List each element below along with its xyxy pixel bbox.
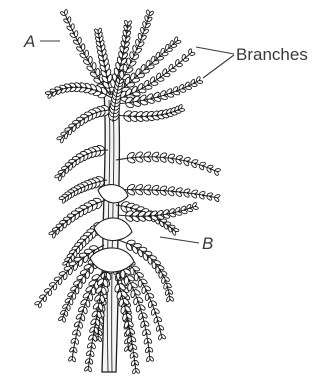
floret (121, 270, 125, 278)
floret (127, 20, 132, 26)
label-branches: Branches (236, 45, 308, 64)
floret (68, 17, 72, 23)
floret (166, 296, 171, 302)
floret (186, 86, 192, 90)
floret (130, 290, 135, 298)
floret (145, 294, 149, 301)
label-b-leader (160, 237, 199, 243)
floret (142, 329, 147, 336)
floret (167, 157, 175, 164)
floret (160, 95, 167, 100)
floret (125, 102, 134, 109)
floret (127, 283, 132, 291)
floret (156, 326, 160, 332)
flower-branch (116, 151, 221, 176)
label-b: B (202, 234, 213, 253)
floret (64, 9, 67, 14)
floret (133, 298, 138, 306)
floret (181, 210, 187, 214)
floret (124, 346, 129, 352)
floret (125, 36, 131, 43)
floret (176, 63, 182, 67)
floret (88, 56, 92, 63)
leaf-sheaths (90, 185, 134, 272)
floret (140, 321, 145, 328)
flower-branch (56, 105, 112, 144)
flower-branch (54, 144, 108, 181)
floret (165, 290, 170, 296)
floret (78, 37, 82, 43)
floret (170, 68, 176, 72)
floret (169, 212, 176, 217)
floret (138, 313, 143, 320)
floret (142, 287, 146, 294)
floret (154, 317, 158, 323)
floret (148, 301, 152, 308)
floret (126, 30, 132, 36)
floret (124, 277, 129, 285)
floret (191, 193, 198, 199)
floret (89, 326, 96, 333)
leaf-sheath (98, 185, 128, 203)
floret (96, 68, 100, 76)
floret (192, 83, 198, 86)
floret (147, 98, 155, 104)
label-b-group: B (160, 234, 213, 253)
floret (199, 194, 205, 200)
floret (145, 85, 152, 89)
floret (173, 91, 180, 95)
floret (74, 31, 78, 37)
floret (154, 97, 162, 102)
floret (158, 334, 162, 340)
label-a-group: A (23, 32, 60, 51)
branches-leader-lower (203, 55, 234, 78)
floret (45, 92, 50, 95)
floret (164, 73, 171, 77)
floret (163, 283, 167, 289)
leaf-sheath (94, 218, 132, 241)
floret (167, 93, 174, 98)
floret (156, 267, 160, 274)
floret (159, 272, 163, 278)
floret (50, 89, 56, 92)
floret (180, 89, 186, 93)
floret (87, 342, 93, 349)
floret (161, 277, 165, 283)
flower-branch (116, 183, 220, 202)
floret (138, 280, 142, 287)
floret (157, 77, 164, 81)
floret (68, 356, 73, 362)
floret (187, 208, 193, 212)
floret (92, 63, 96, 70)
flower-branch (116, 104, 185, 123)
floret (139, 89, 146, 93)
branches-leader-upper (196, 47, 234, 54)
floret (151, 309, 155, 315)
floret (88, 334, 95, 341)
floret (81, 44, 85, 51)
floret (175, 211, 182, 216)
floret (193, 206, 199, 210)
floret (136, 305, 141, 312)
floret (179, 108, 184, 111)
floret (132, 368, 137, 374)
floret (197, 81, 202, 84)
floret (175, 158, 182, 165)
floret (71, 24, 75, 30)
floret (85, 50, 89, 57)
flower-branches (34, 9, 220, 374)
floret (90, 318, 97, 325)
label-a: A (23, 32, 35, 51)
floret (146, 356, 151, 362)
floret (84, 366, 89, 372)
label-branches-group: Branches (196, 45, 308, 78)
floret (151, 82, 158, 86)
